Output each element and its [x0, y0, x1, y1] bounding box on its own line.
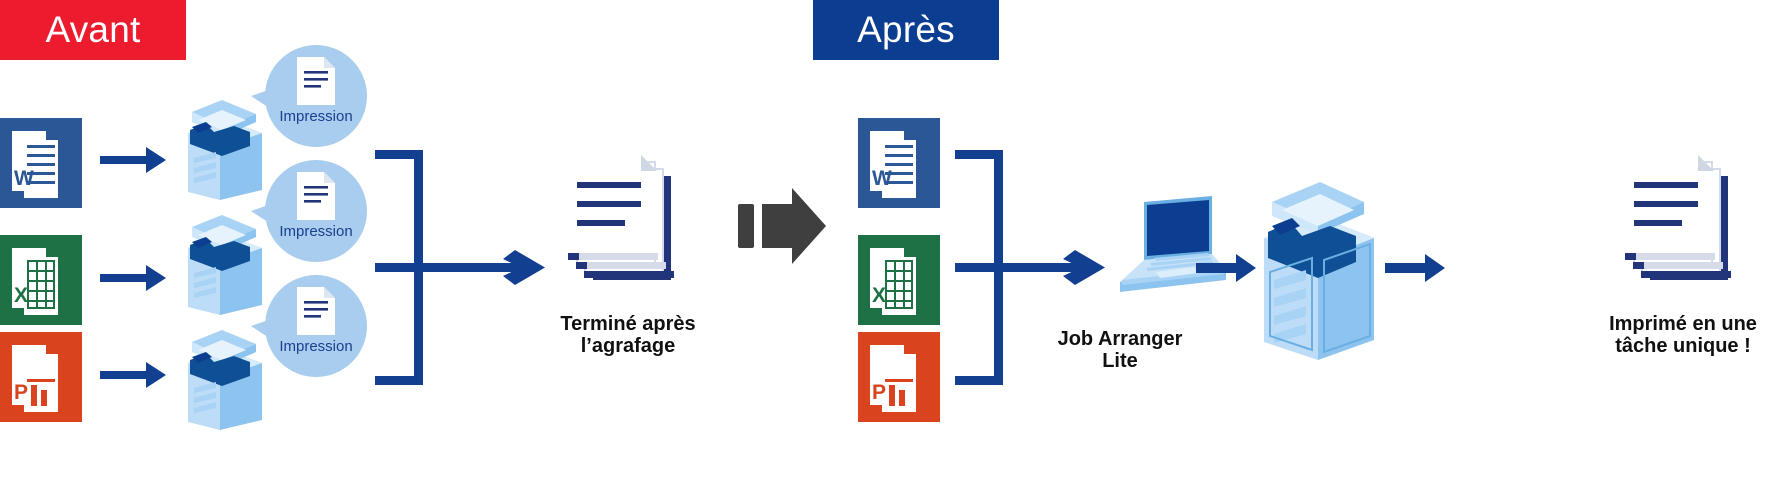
word-icon-letter: W	[14, 167, 34, 190]
ppt-icon-chart	[885, 357, 913, 406]
arrow-excel-to-printer-icon	[100, 265, 166, 291]
printer-4-icon	[1264, 182, 1374, 360]
printer-2-icon	[188, 215, 262, 315]
section-header-before-label: Avant	[45, 9, 141, 50]
section-header-before: Avant	[0, 0, 186, 60]
printer-1-icon	[188, 100, 262, 200]
speech-bubble-1-label: Impression	[279, 108, 353, 125]
excel-file-icon: X	[0, 235, 82, 325]
document-icon	[297, 57, 335, 105]
transition-right-arrow-icon	[738, 188, 826, 264]
before-result-caption: Terminé après l’agrafage	[560, 313, 696, 358]
stapled-document-stack-icon	[568, 155, 674, 280]
excel-icon-grid	[27, 260, 55, 309]
after-result-caption: Imprimé en une tâche unique !	[1609, 313, 1757, 358]
excel-icon-grid	[885, 260, 913, 309]
excel-icon-letter: X	[872, 284, 887, 307]
section-header-after-label: Après	[857, 9, 955, 50]
arrow-ppt-to-printer-icon	[100, 362, 166, 388]
single-job-document-stack-icon	[1625, 155, 1731, 280]
document-icon	[297, 172, 335, 220]
speech-bubble-2-label: Impression	[279, 223, 353, 240]
word-icon-lines	[27, 143, 55, 192]
ppt-icon-chart	[27, 357, 55, 406]
excel-file-icon: X	[858, 235, 940, 325]
arrow-word-to-printer-icon	[100, 147, 166, 173]
speech-bubble-3-label: Impression	[279, 338, 353, 355]
speech-bubble-1: Impression	[251, 45, 367, 147]
printer-3-icon	[188, 330, 262, 430]
speech-bubble-1-tail	[251, 87, 277, 113]
merge-bracket-after	[955, 150, 1105, 385]
ppt-file-icon: P	[858, 332, 940, 422]
arrow-laptop-to-printer-icon	[1196, 254, 1256, 282]
excel-icon-page-front	[870, 248, 904, 308]
word-icon-letter: W	[872, 167, 892, 190]
ppt-icon-letter: P	[872, 381, 887, 404]
word-icon-lines	[885, 143, 913, 192]
section-header-after: Après	[813, 0, 999, 60]
word-file-icon: W	[0, 118, 82, 208]
excel-icon-page-front	[12, 248, 46, 308]
merge-bracket-before	[375, 150, 545, 385]
excel-icon-letter: X	[14, 284, 29, 307]
speech-bubble-3-tail	[251, 317, 277, 343]
speech-bubble-3: Impression	[251, 275, 367, 377]
ppt-icon-page-front	[12, 345, 46, 405]
speech-bubble-2-tail	[251, 202, 277, 228]
arrow-printer-to-result-icon	[1385, 254, 1445, 282]
job-arranger-caption: Job Arranger Lite	[1057, 328, 1183, 373]
speech-bubble-2: Impression	[251, 160, 367, 262]
word-file-icon: W	[858, 118, 940, 208]
ppt-icon-letter: P	[14, 381, 29, 404]
document-icon	[297, 287, 335, 335]
ppt-file-icon: P	[0, 332, 82, 422]
ppt-icon-page-front	[870, 345, 904, 405]
